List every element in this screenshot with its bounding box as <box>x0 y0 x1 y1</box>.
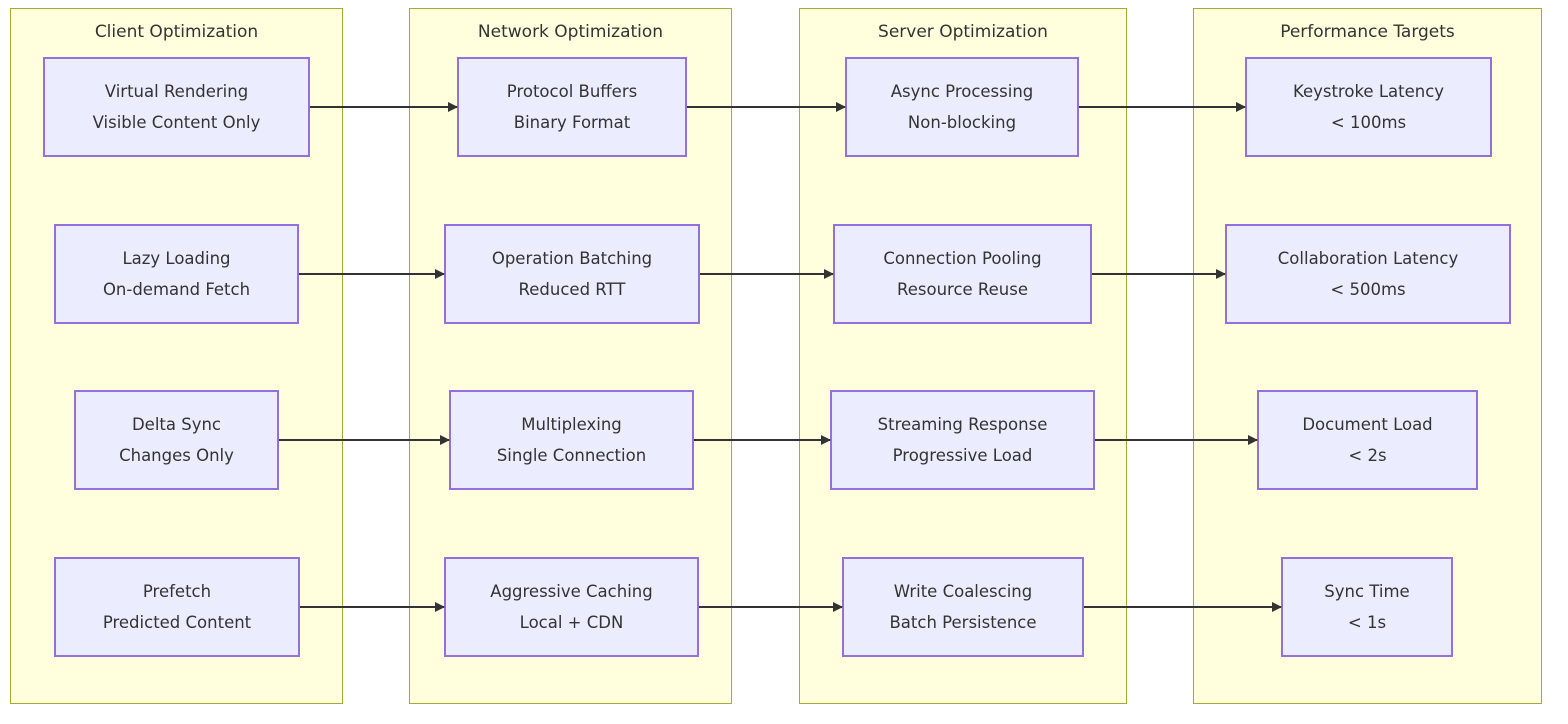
node-label: Connection Pooling <box>883 249 1042 268</box>
node-collaboration-latency: Collaboration Latency < 500ms <box>1225 224 1511 324</box>
node-protocol-buffers: Protocol Buffers Binary Format <box>457 57 687 157</box>
cluster-title-client-optimization: Client Optimization <box>94 22 259 42</box>
node-label: On-demand Fetch <box>102 280 251 299</box>
edge-lazy-loading-to-operation-batching <box>299 269 445 279</box>
node-label: Sync Time <box>1324 582 1410 601</box>
arrowhead-icon <box>435 602 445 612</box>
node-keystroke-latency: Keystroke Latency < 100ms <box>1245 57 1492 157</box>
edge-delta-sync-to-multiplexing <box>279 435 450 445</box>
node-label: Operation Batching <box>491 249 653 268</box>
node-label: Document Load <box>1302 415 1433 434</box>
arrowhead-icon <box>1272 602 1282 612</box>
node-label: Visible Content Only <box>92 113 261 132</box>
node-operation-batching: Operation Batching Reduced RTT <box>444 224 700 324</box>
node-label: Non-blocking <box>907 113 1017 132</box>
node-label: Reduced RTT <box>518 280 626 299</box>
arrowhead-icon <box>836 102 846 112</box>
node-label: < 500ms <box>1330 280 1406 299</box>
node-label: Multiplexing <box>521 415 622 434</box>
arrowhead-icon <box>833 602 843 612</box>
node-label: Batch Persistence <box>889 613 1037 632</box>
arrowhead-icon <box>448 102 458 112</box>
node-label: Keystroke Latency <box>1292 82 1445 101</box>
edge-aggressive-caching-to-write-coalescing <box>699 602 843 612</box>
arrowhead-icon <box>821 435 831 445</box>
node-async-processing: Async Processing Non-blocking <box>845 57 1079 157</box>
cluster-title-performance-targets: Performance Targets <box>1280 22 1455 42</box>
node-label: Async Processing <box>890 82 1034 101</box>
node-write-coalescing: Write Coalescing Batch Persistence <box>842 557 1084 657</box>
node-label: Resource Reuse <box>897 280 1028 299</box>
node-label: Changes Only <box>119 446 234 465</box>
node-sync-time: Sync Time < 1s <box>1281 557 1453 657</box>
node-prefetch: Prefetch Predicted Content <box>54 557 300 657</box>
edge-multiplexing-to-streaming-response <box>694 435 831 445</box>
node-virtual-rendering: Virtual Rendering Visible Content Only <box>43 57 310 157</box>
edge-operation-batching-to-connection-pooling <box>700 269 834 279</box>
node-label: Prefetch <box>142 582 212 601</box>
edge-connection-pooling-to-collaboration-latency <box>1092 269 1226 279</box>
node-connection-pooling: Connection Pooling Resource Reuse <box>833 224 1092 324</box>
node-document-load: Document Load < 2s <box>1257 390 1478 490</box>
node-label: Lazy Loading <box>122 249 231 268</box>
node-label: Write Coalescing <box>893 582 1033 601</box>
arrowhead-icon <box>1248 435 1258 445</box>
node-label: Virtual Rendering <box>104 82 249 101</box>
arrowhead-icon <box>1236 102 1246 112</box>
edge-prefetch-to-aggressive-caching <box>300 602 445 612</box>
arrowhead-icon <box>435 269 445 279</box>
edge-protocol-buffers-to-async-processing <box>687 102 846 112</box>
node-label: Delta Sync <box>131 415 222 434</box>
node-label: Progressive Load <box>892 446 1033 465</box>
node-multiplexing: Multiplexing Single Connection <box>449 390 694 490</box>
node-label: < 100ms <box>1330 113 1407 132</box>
node-label: Local + CDN <box>519 613 624 632</box>
arrowhead-icon <box>440 435 450 445</box>
edge-virtual-rendering-to-protocol-buffers <box>310 102 458 112</box>
node-streaming-response: Streaming Response Progressive Load <box>830 390 1095 490</box>
cluster-title-network-optimization: Network Optimization <box>477 22 664 42</box>
node-label: Streaming Response <box>877 415 1048 434</box>
node-aggressive-caching: Aggressive Caching Local + CDN <box>444 557 699 657</box>
edge-write-coalescing-to-sync-time <box>1084 602 1282 612</box>
node-delta-sync: Delta Sync Changes Only <box>74 390 279 490</box>
cluster-title-server-optimization: Server Optimization <box>878 22 1048 42</box>
node-lazy-loading: Lazy Loading On-demand Fetch <box>54 224 299 324</box>
node-label: Aggressive Caching <box>490 582 653 601</box>
edge-async-processing-to-keystroke-latency <box>1079 102 1246 112</box>
node-label: Collaboration Latency <box>1277 249 1459 268</box>
node-label: < 2s <box>1348 446 1387 465</box>
node-label: Predicted Content <box>102 613 252 632</box>
edge-streaming-response-to-document-load <box>1095 435 1258 445</box>
arrowhead-icon <box>1216 269 1226 279</box>
node-label: Binary Format <box>513 113 631 132</box>
node-label: Single Connection <box>496 446 647 465</box>
arrowhead-icon <box>824 269 834 279</box>
node-label: Protocol Buffers <box>506 82 638 101</box>
node-label: < 1s <box>1347 613 1387 632</box>
